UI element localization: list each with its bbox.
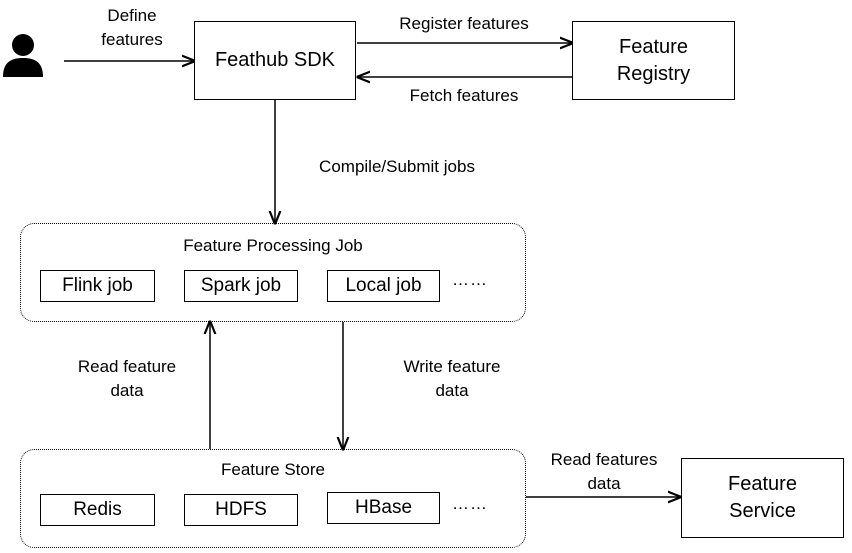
feathub-sdk-label: Feathub SDK [214,49,336,71]
feature-service-label-line1: Feature [728,473,797,495]
feature-registry-label-line1: Feature [619,35,688,58]
feature-processing-job-title: Feature Processing Job [183,236,363,255]
more-jobs-ellipsis: …… [452,270,488,289]
flink-job-box: Flink job [40,270,155,302]
feature-processing-job-group [20,223,526,322]
feathub-sdk-box: Feathub SDK [194,21,356,100]
local-job-box: Local job [327,270,440,302]
user-icon [2,32,44,78]
read-feature-data-label: Read feature data [77,357,177,400]
define-features-label: Define features [101,6,163,49]
compile-submit-label: Compile/Submit jobs [319,157,475,176]
hdfs-box: HDFS [184,494,298,526]
feature-store-group [20,449,526,548]
register-features-label: Register features [399,14,529,33]
feature-store-title: Feature Store [221,460,325,479]
more-backends-ellipsis: …… [452,494,488,513]
write-feature-data-label: Write feature data [403,357,501,400]
feature-service-label-line2: Service [729,500,796,522]
feature-registry-box: Feature Registry [572,21,735,100]
redis-box: Redis [40,494,155,526]
fetch-features-label: Fetch features [409,86,519,105]
spark-job-box: Spark job [184,270,298,302]
feature-registry-label-line2: Registry [616,62,691,85]
feature-service-box: Feature Service [681,458,844,538]
read-features-data-label: Read features data [550,450,658,493]
hbase-box: HBase [327,492,440,524]
